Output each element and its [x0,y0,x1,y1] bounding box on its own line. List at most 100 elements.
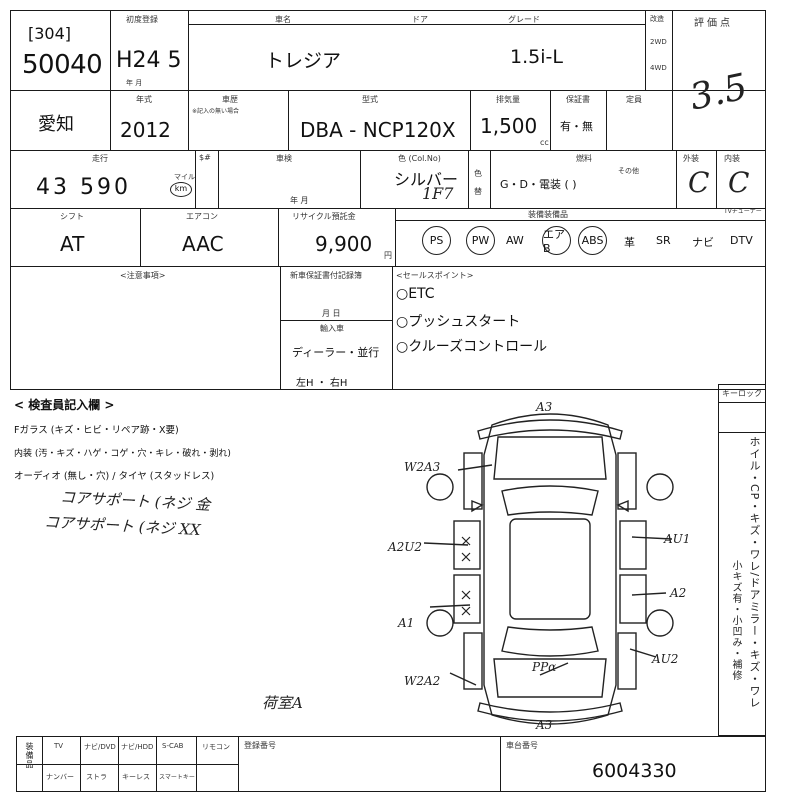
import-type: ディーラー・並行 [292,346,380,359]
km-circle: km [170,182,192,197]
equipment-6: 革 [624,236,635,249]
footer-item-scab: S-CAB [162,742,184,750]
recycle-label: リサイクル預託金 [292,212,356,221]
warranty: 有・無 [560,120,593,133]
color: シルバー [394,170,459,189]
rear-window [501,626,599,657]
first-reg-value: H24 5 [116,48,182,73]
recycle-unit: 円 [384,251,392,260]
notes-label: <注意事項> [120,271,166,280]
sheet-frame [10,10,766,390]
score-label: 評価点 [694,18,733,29]
footer-item-smartkey: スマートキー [159,774,195,781]
footer-item-number: ナンバー [46,773,74,781]
footer-item-navi-dvd: ナビ/DVD [84,743,116,751]
inspector-line2: 内装 (汚・キズ・ハゲ・コゲ・穴・キレ・破れ・剥れ) [14,449,231,459]
shift: AT [60,232,85,256]
car-body-outline [483,413,617,725]
footer-item-stra: ストラ [86,773,107,781]
right-rear-fender [617,632,637,690]
ac: AAC [182,232,224,256]
dtv-label: TVチューナー [724,208,762,215]
rear-bumper [477,702,623,722]
equipment-4: エアB [542,226,571,255]
trunk [493,658,607,698]
equipment-1: PS [422,226,451,255]
fuel: G・D・電装 ( ) [500,178,577,191]
lot-number: 50040 [22,50,103,80]
mark-w2a2: W2A2 [404,674,440,688]
cc-unit: cc [540,138,549,147]
reg-label: 車歴 [222,95,238,104]
equipment-9: DTV [730,234,753,247]
wheel-front-left [426,473,454,501]
wheel-front-right [646,473,674,501]
sales-point-1: ○ETC [396,286,435,302]
reg-sub: ※記入の無い場合 [192,108,240,115]
roof [509,518,591,620]
right-column [718,384,766,736]
left-rear-fender [463,632,483,690]
fuel-other: その他 [618,167,639,175]
mark-a3-bottom: A3 [535,718,553,732]
model: DBA - NCP120X [300,118,456,142]
history-unit: 月 日 [322,309,341,318]
right-rear-door [619,574,647,624]
color-code: 1F7 [422,184,454,203]
side-label-text: ホイル・CP・キズ・ワレ/ドアミラー・キズ・ワレ [748,436,761,710]
windshield [501,485,599,516]
left-rear-door [453,574,481,624]
door-label: ドア [412,15,428,24]
exterior: C [688,166,710,199]
grade: 1.5i-L [510,46,563,68]
drive-2wd: 2WD [650,38,667,46]
interior-label: 内装 [724,154,740,163]
footer-item-navi-hdd: ナビ/HDD [121,743,154,751]
right-front-door [619,520,647,570]
right-mirror [616,499,629,513]
inspector-title: < 検査員記入欄 > [14,398,115,412]
inspection-unit: 年 月 [290,196,309,205]
equipment-8: ナビ [692,236,714,249]
mark-au2: AU2 [651,652,678,666]
grade-label: グレード [508,15,540,24]
equipment-5: ABS [578,226,607,255]
equip-label: 装備装備品 [528,210,568,219]
prefecture: 愛知 [38,114,74,135]
handwritten-note-2: コアサポート (ネジ XX [43,512,202,540]
inspection-label: 車検 [276,154,292,163]
wheel-rear-right [646,609,674,637]
chassis-number: 6004330 [592,760,677,782]
mark-ppa: PPα [531,660,556,674]
equipment-2: PW [466,226,495,255]
model-label: 型式 [362,95,378,104]
mark-a3-top: A3 [535,400,553,414]
handwritten-bottom: 荷室A [262,694,303,712]
car-name-label: 車名 [275,15,291,24]
sales-label: <セールスポイント> [396,271,474,280]
year: 2012 [120,118,171,142]
mileage-label: 走行 [92,154,108,163]
drive-4wd: 4WD [650,64,667,72]
equipment-3: AW [506,234,524,247]
fuel-label: 燃料 [576,154,592,163]
sflag-label: $# [199,153,211,162]
first-reg-unit: 年 月 [126,79,143,87]
cc-label: 排気量 [496,95,520,104]
mark-au1: AU1 [663,532,690,546]
record-label: 登録番号 [244,741,276,750]
exterior-label: 外装 [683,154,699,163]
interior: C [728,166,750,199]
footer-item-remote: リモコン [202,743,230,751]
footer-item-keyless: キーレス [122,773,150,781]
auction-bracket: [304] [28,24,72,43]
side-small-text: 小キズ有・小凹み・補修 [730,560,741,681]
footer-label: 装備品 [25,742,34,769]
inspector-line1: Fガラス (キズ・ヒビ・リペア跡・X要) [14,425,179,436]
mileage: 43 590 [36,175,131,200]
right-front-fender [617,452,637,510]
wheel-rear-left [426,609,454,637]
history-label: 新車保証書付記録簿 [290,271,362,280]
sales-point-2: ○プッシュスタート [396,314,521,330]
car-damage-diagram: A3 W2A3 A2U2 AU1 A2 A1 PPα AU2 W2A2 A3 [387,400,690,732]
